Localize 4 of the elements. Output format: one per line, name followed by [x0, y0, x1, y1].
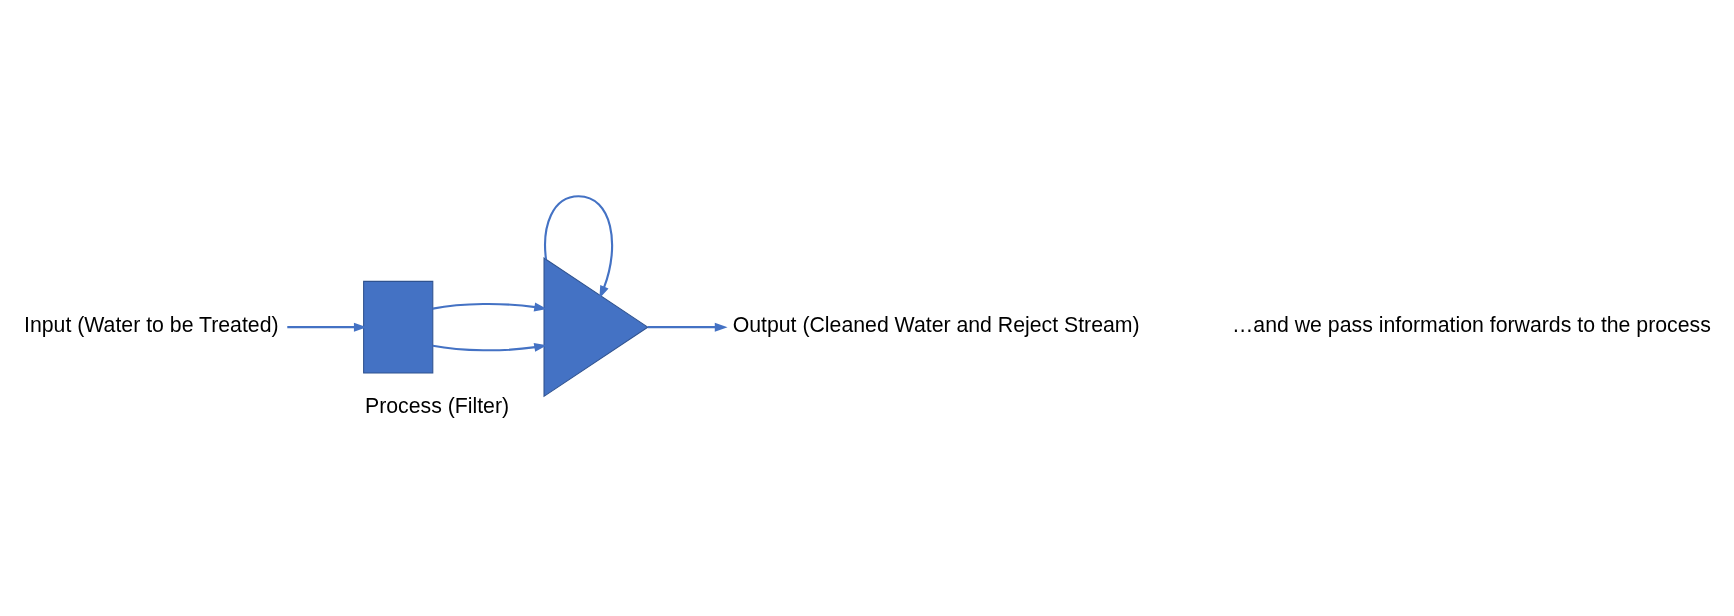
node-text: Output (Cleaned Water and Reject Stream)	[732, 313, 1140, 338]
node-label: Process (Filter)	[364, 394, 510, 419]
label: …and we pass information forwards to the process	[1232, 313, 1711, 338]
node-text: Input (Water to be Treated)	[24, 313, 279, 338]
